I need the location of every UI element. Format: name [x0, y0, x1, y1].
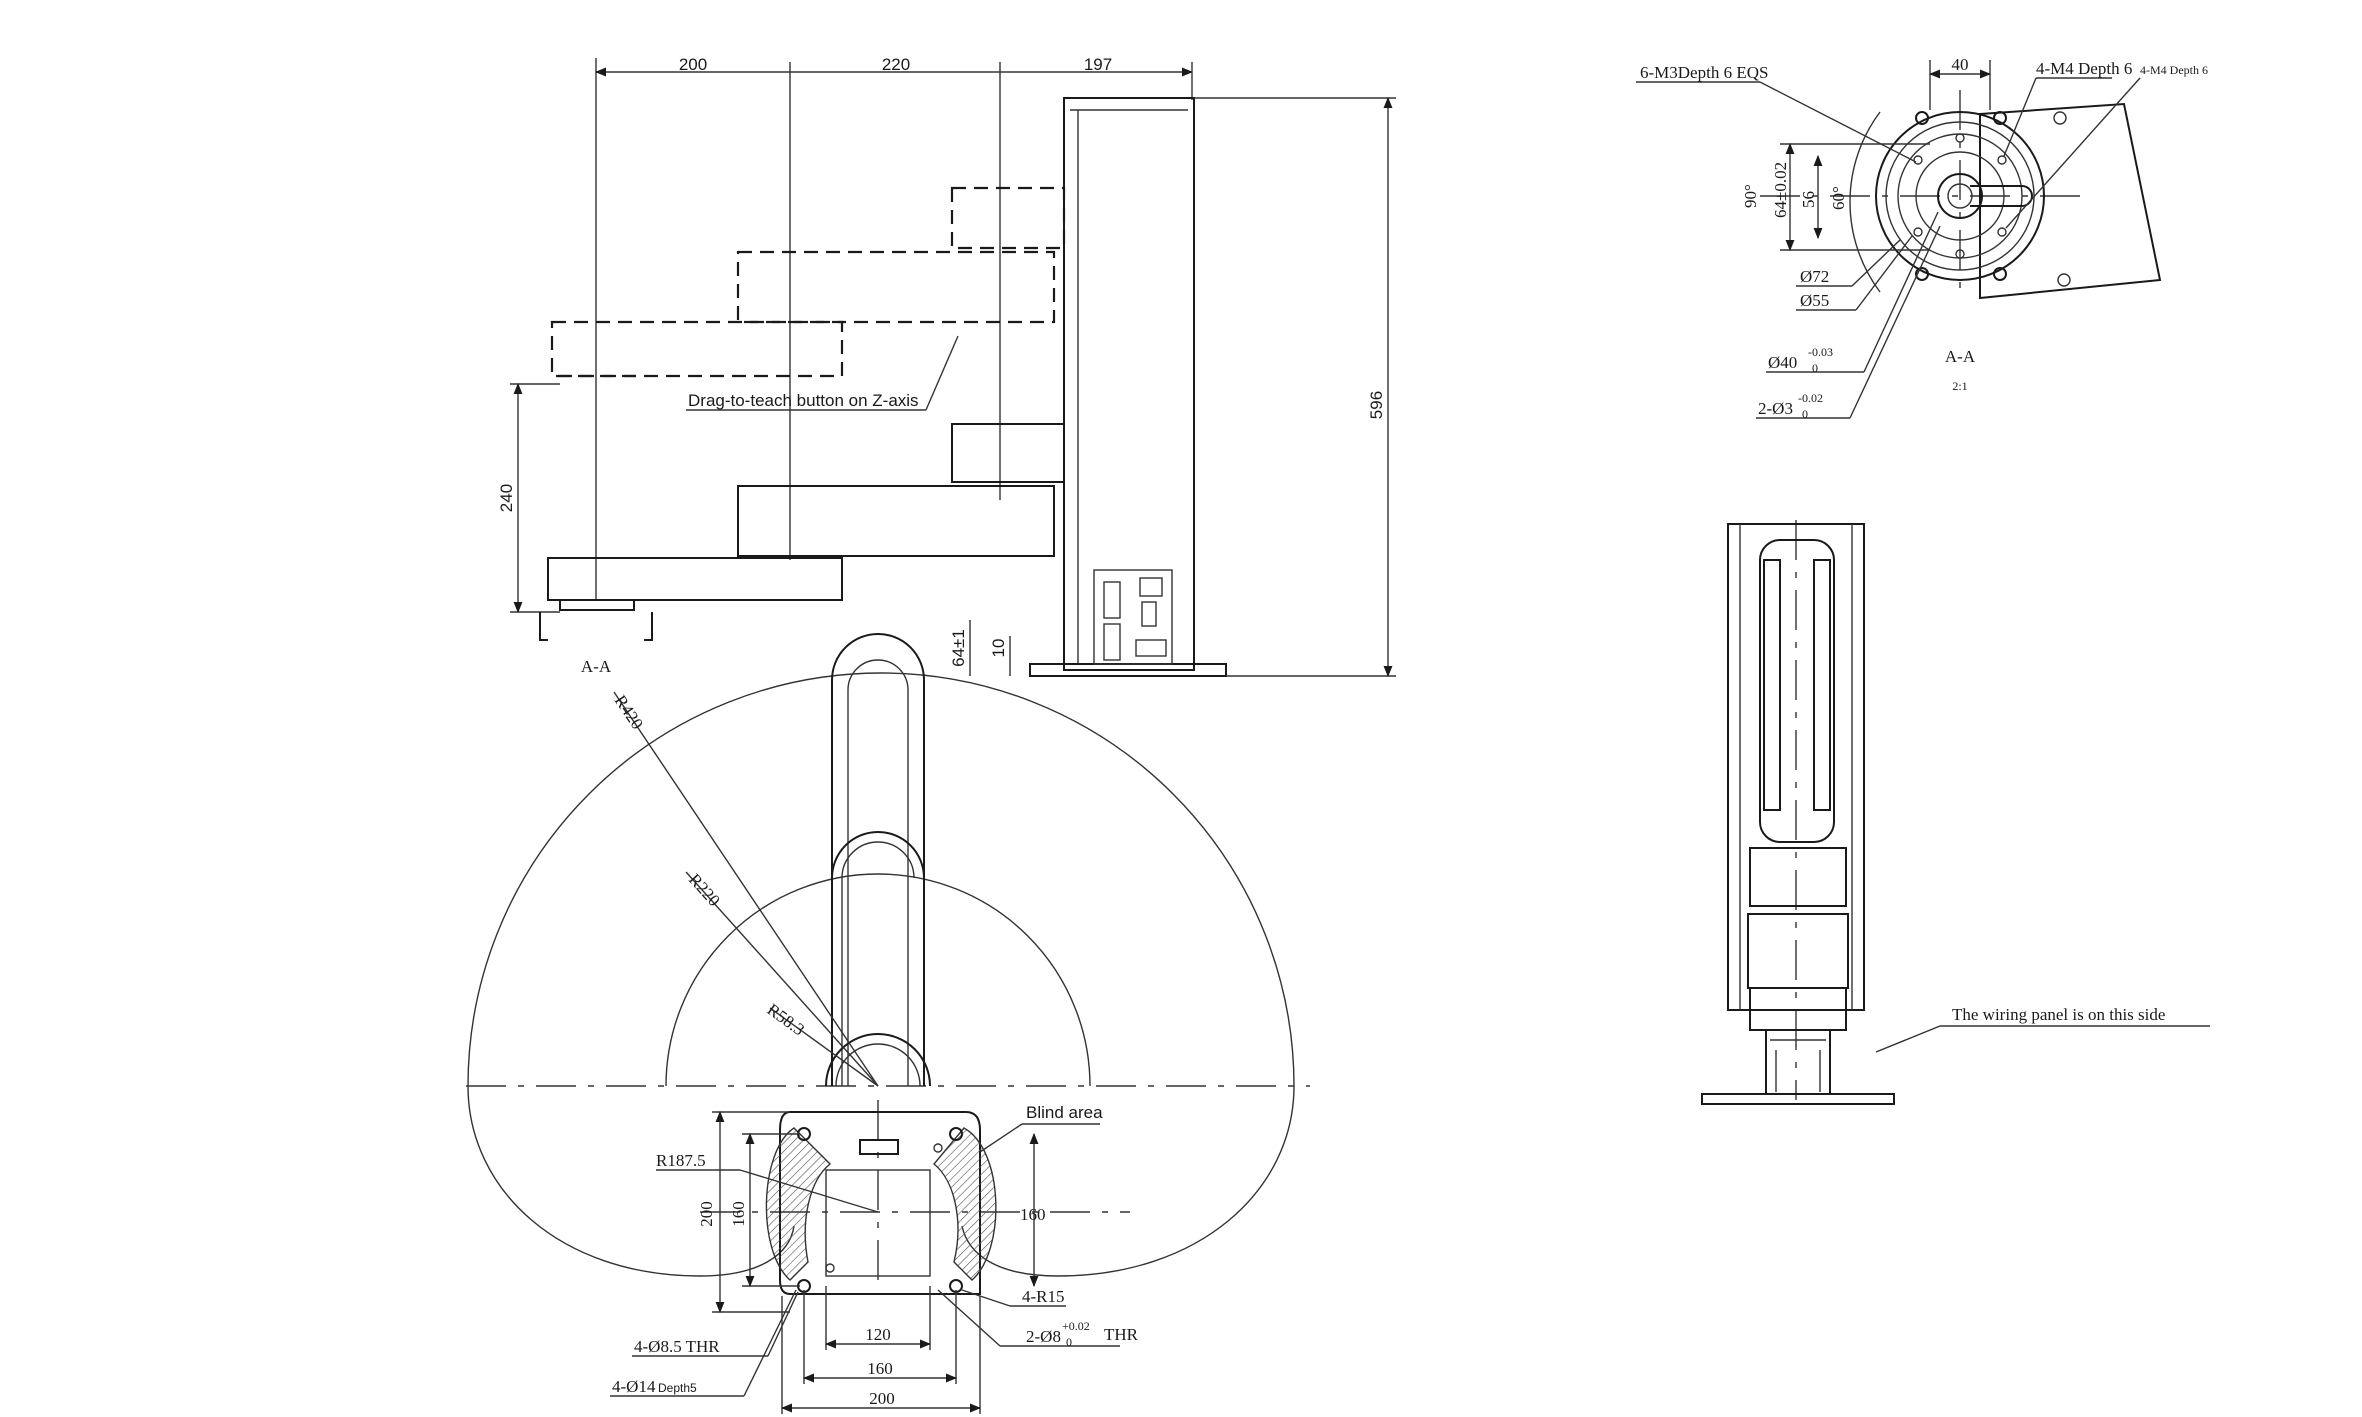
dim-64: 64±1 — [949, 629, 968, 667]
dim-160-right: 160 — [1020, 1205, 1046, 1224]
base-footprint — [779, 1111, 981, 1295]
label-pin-8-thr: THR — [1104, 1325, 1139, 1344]
label-pin-8-tol: +0.02 — [1062, 1319, 1090, 1333]
flange-d40-tol: -0.03 — [1808, 345, 1833, 359]
flange-angle-60: 60° — [1829, 186, 1848, 210]
dim-200-bottom: 200 — [869, 1389, 895, 1408]
flange-view: 40 6-M3Depth 6 EQS 4-M4 Depth 6 4-M4 Dep… — [1636, 55, 2208, 421]
flange-label-m4a: 4-M4 Depth 6 — [2036, 59, 2132, 78]
flange-d40: Ø40 — [1768, 353, 1797, 372]
flange-pin-3-tol: -0.02 — [1798, 391, 1823, 405]
section-label-aa: A-A — [581, 657, 612, 676]
flange-angle-90: 90° — [1741, 184, 1760, 208]
flange-scale: 2:1 — [1952, 379, 1967, 393]
label-blind-area: Blind area — [1026, 1103, 1103, 1122]
rear-view: The wiring panel is on this side — [1701, 520, 2210, 1105]
flange-section-label: A-A — [1945, 347, 1976, 366]
dim-200-top: 200 — [679, 55, 707, 74]
flange-dim-56: 56 — [1799, 191, 1818, 208]
dim-120: 120 — [865, 1325, 891, 1344]
label-r187: R187.5 — [656, 1151, 706, 1170]
flange-dim-64: 64±0.02 — [1771, 162, 1790, 218]
arm-outer — [831, 633, 925, 1086]
label-hole-14-depth: Depth5 — [658, 1381, 697, 1395]
flange-plate — [1979, 102, 2162, 300]
label-hole-85: 4-Ø8.5 THR — [634, 1337, 720, 1356]
callout-z-axis-button: Drag-to-teach button on Z-axis — [688, 391, 919, 410]
blind-area-right — [933, 1127, 997, 1281]
dim-10: 10 — [989, 639, 1008, 658]
label-hole-14: 4-Ø14 — [612, 1377, 656, 1396]
dim-197-top: 197 — [1084, 55, 1112, 74]
dim-200-vertical: 200 — [697, 1201, 716, 1227]
label-4-r15: 4-R15 — [1022, 1287, 1065, 1306]
reach-envelope-r420 — [467, 672, 1295, 1277]
flange-label-m4b: 4-M4 Depth 6 — [2140, 63, 2208, 77]
dim-160-vertical: 160 — [729, 1201, 748, 1227]
flange-pin-3-tol2: 0 — [1802, 407, 1808, 421]
label-r420: R420 — [611, 692, 647, 733]
label-pin-8: 2-Ø8 — [1026, 1327, 1061, 1346]
top-view: R420 R220 R58.3 R187.5 Blind area 200 16… — [466, 633, 1310, 1414]
flange-pin-3: 2-Ø3 — [1758, 399, 1793, 418]
dim-220-top: 220 — [882, 55, 910, 74]
dim-240: 240 — [497, 484, 516, 512]
flange-d40-tol2: 0 — [1812, 361, 1818, 375]
side-view: 200 220 197 Drag-to-teach button on Z-ax… — [497, 55, 1396, 678]
label-r220: R220 — [685, 870, 724, 910]
flange-dim-40: 40 — [1952, 55, 1969, 74]
flange-label-m3: 6-M3Depth 6 EQS — [1640, 63, 1768, 82]
rear-wiring-note: The wiring panel is on this side — [1952, 1005, 2165, 1024]
label-r58: R58.3 — [764, 1000, 808, 1040]
flange-d72: Ø72 — [1800, 267, 1829, 286]
connector-panel — [1093, 569, 1173, 665]
rear-column — [1727, 523, 1865, 1011]
dim-596: 596 — [1367, 391, 1386, 419]
rear-base-plate — [1701, 1093, 1895, 1105]
dim-160-bottom: 160 — [867, 1359, 893, 1378]
reach-envelope-r220 — [665, 873, 1091, 1087]
label-pin-8-tol2: 0 — [1066, 1335, 1072, 1349]
flange-circle-72 — [1875, 111, 2045, 281]
robot-column — [1063, 97, 1195, 671]
flange-d55: Ø55 — [1800, 291, 1829, 310]
blind-area-left — [765, 1127, 832, 1281]
